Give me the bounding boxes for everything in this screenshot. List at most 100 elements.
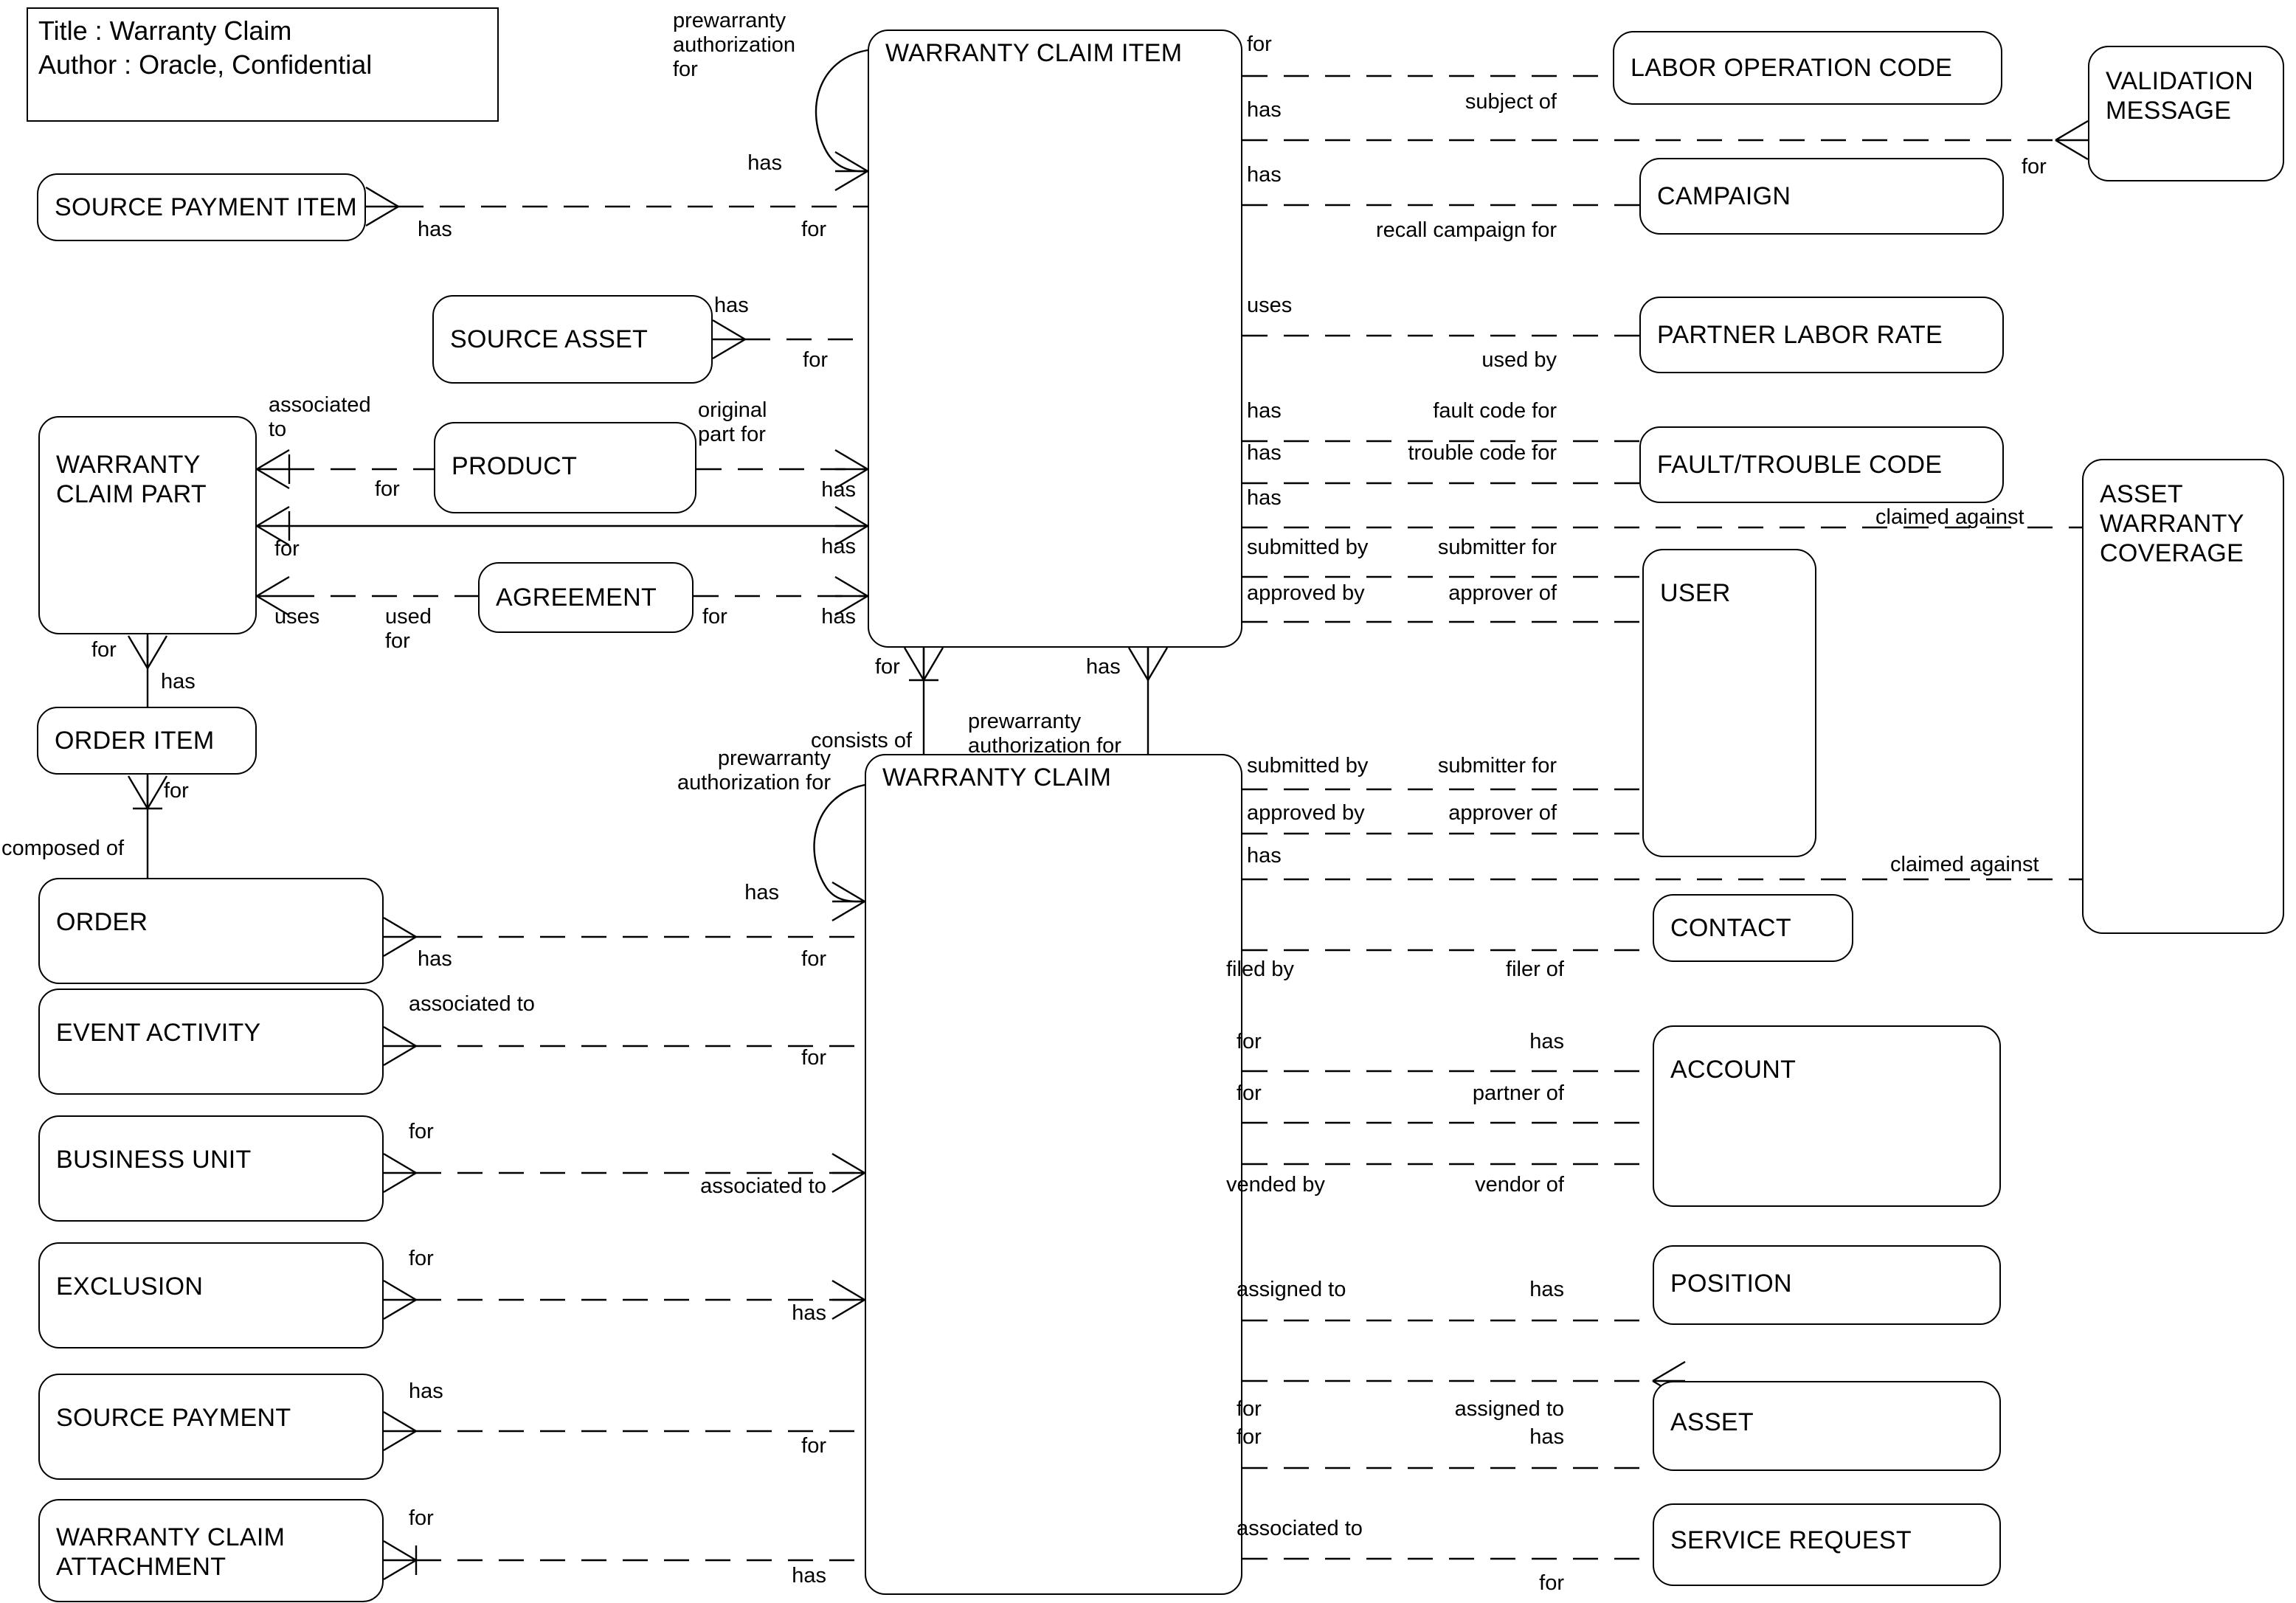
entity-order[interactable]: ORDER: [38, 878, 384, 984]
label-awc-has-top: has: [1247, 486, 1282, 510]
entity-position[interactable]: POSITION: [1653, 1245, 2001, 1325]
label-account-vendor-of: vendor of: [1475, 1173, 1564, 1197]
entity-warranty-claim-part[interactable]: WARRANTY CLAIM PART: [38, 416, 257, 634]
label-camp-recall-campaign-for: recall campaign for: [1376, 218, 1557, 242]
label-account-vended-by: vended by: [1226, 1173, 1325, 1197]
label-wc-has-top: has: [1086, 655, 1121, 679]
label-wcp-bottom-has: has: [161, 670, 196, 693]
entity-label: BUSINESS UNIT: [56, 1146, 252, 1174]
label-wcp-bottom-for: for: [91, 638, 117, 662]
label-user-approver-of-top: approver of: [1448, 581, 1557, 605]
label-account-for2: for: [1237, 1081, 1262, 1105]
label-mid-has: has: [821, 535, 856, 558]
label-user-submitter-for-bot: submitter for: [1437, 754, 1557, 778]
label-sr-associated-to: associated to: [1237, 1517, 1363, 1540]
entity-service-request[interactable]: SERVICE REQUEST: [1653, 1503, 2001, 1586]
label-user-submitter-for-top: submitter for: [1437, 536, 1557, 559]
label-excl-has: has: [792, 1301, 826, 1325]
entity-label: SOURCE PAYMENT ITEM: [55, 193, 357, 221]
label-bu-associated-to: associated to: [700, 1174, 826, 1198]
entity-campaign[interactable]: CAMPAIGN: [1639, 158, 2004, 235]
entity-event-activity[interactable]: EVENT ACTIVITY: [38, 989, 384, 1095]
entity-user[interactable]: USER: [1642, 549, 1816, 857]
entity-business-unit[interactable]: BUSINESS UNIT: [38, 1115, 384, 1222]
label-excl-for: for: [409, 1247, 434, 1270]
entity-label: PRODUCT: [452, 452, 578, 480]
label-wcp-associated-to: associated to: [269, 393, 371, 441]
label-sp-for: for: [801, 1434, 826, 1458]
label-asset-has: has: [1529, 1425, 1564, 1449]
entity-label: SOURCE ASSET: [450, 325, 649, 353]
entity-label: EXCLUSION: [56, 1273, 204, 1301]
label-spi-for: for: [801, 218, 826, 241]
entity-fault-trouble-code[interactable]: FAULT/TROUBLE CODE: [1639, 426, 2004, 503]
entity-labor-operation-code[interactable]: LABOR OPERATION CODE: [1613, 31, 2002, 105]
label-order-has: has: [418, 947, 452, 971]
label-wc-self-prewarranty: prewarranty authorization for: [677, 747, 831, 794]
label-wci-self-prewarranty: prewarranty authorization for: [673, 9, 796, 81]
entity-order-item[interactable]: ORDER ITEM: [37, 707, 257, 775]
label-wca-for: for: [409, 1506, 434, 1530]
entity-label: USER: [1660, 579, 1731, 607]
entity-label: LABOR OPERATION CODE: [1631, 54, 1953, 82]
label-ftc-has2: has: [1247, 441, 1282, 465]
entity-warranty-claim-attachment[interactable]: WARRANTY CLAIM ATTACHMENT: [38, 1499, 384, 1602]
label-loc-for: for: [1247, 32, 1272, 56]
label-ftc-trouble-code-for: trouble code for: [1408, 441, 1557, 465]
entity-label: WARRANTY CLAIM PART: [56, 451, 207, 508]
entity-label: POSITION: [1670, 1270, 1792, 1298]
label-wci-self-has: has: [747, 151, 782, 175]
label-wc-self-has: has: [744, 881, 779, 904]
entity-label: SERVICE REQUEST: [1670, 1526, 1912, 1554]
label-wc-consists-of: consists of: [811, 729, 912, 752]
label-agreement-for: for: [702, 605, 727, 629]
entity-warranty-claim-item[interactable]: WARRANTY CLAIM ITEM: [868, 30, 1242, 648]
entity-asset-warranty-coverage[interactable]: ASSET WARRANTY COVERAGE: [2082, 459, 2284, 934]
entity-agreement[interactable]: AGREEMENT: [478, 562, 694, 633]
label-account-has: has: [1529, 1030, 1564, 1053]
entity-label: AGREEMENT: [496, 584, 657, 612]
entity-product[interactable]: PRODUCT: [434, 422, 696, 513]
entity-label: CAMPAIGN: [1657, 182, 1791, 210]
label-sp-has: has: [409, 1379, 443, 1403]
label-bu-for: for: [409, 1120, 434, 1143]
entity-source-payment-item[interactable]: SOURCE PAYMENT ITEM: [37, 173, 366, 241]
label-spi-has: has: [418, 218, 452, 241]
label-orderitem-composed-of: composed of: [1, 837, 125, 860]
entity-label: ORDER: [56, 908, 148, 936]
label-contact-filer-of: filer of: [1506, 958, 1564, 981]
entity-source-asset[interactable]: SOURCE ASSET: [432, 295, 713, 384]
entity-source-payment[interactable]: SOURCE PAYMENT: [38, 1374, 384, 1480]
entity-label: WARRANTY CLAIM: [882, 764, 1112, 792]
label-plr-uses: uses: [1247, 294, 1293, 317]
entity-label: FAULT/TROUBLE CODE: [1657, 451, 1943, 479]
label-wcp-product-for: for: [375, 477, 400, 501]
entity-exclusion[interactable]: EXCLUSION: [38, 1242, 384, 1348]
entity-label: ORDER ITEM: [55, 727, 215, 755]
entity-label: CONTACT: [1670, 914, 1791, 942]
label-plr-used-by: used by: [1481, 348, 1557, 372]
diagram-author: Author : Oracle, Confidential: [38, 49, 373, 80]
label-ea-associated-to: associated to: [409, 992, 535, 1016]
entity-account[interactable]: ACCOUNT: [1653, 1025, 2001, 1207]
label-wcp-for: for: [274, 537, 300, 561]
entity-label: ASSET WARRANTY COVERAGE: [2100, 480, 2244, 567]
entity-warranty-claim[interactable]: WARRANTY CLAIM: [865, 754, 1242, 1595]
label-user-approver-of-bot: approver of: [1448, 801, 1557, 825]
entity-partner-labor-rate[interactable]: PARTNER LABOR RATE: [1639, 297, 2004, 373]
label-order-for: for: [801, 947, 826, 971]
label-ftc-has1: has: [1247, 399, 1282, 423]
entity-contact[interactable]: CONTACT: [1653, 894, 1853, 962]
entity-label: ASSET: [1670, 1408, 1754, 1436]
label-ea-for: for: [801, 1046, 826, 1070]
label-awc-claimed-against-bot: claimed against: [1890, 853, 2039, 876]
entity-asset[interactable]: ASSET: [1653, 1381, 2001, 1471]
label-awc-claimed-against-top: claimed against: [1875, 505, 2024, 529]
entity-label: WARRANTY CLAIM ITEM: [885, 39, 1183, 67]
title-box: Title : Warranty Claim Author : Oracle, …: [27, 7, 499, 122]
label-awc-has-bot: has: [1247, 844, 1282, 868]
label-account-partner-of: partner of: [1472, 1081, 1564, 1105]
label-user-approved-by-top: approved by: [1247, 581, 1365, 605]
entity-validation-message[interactable]: VALIDATION MESSAGE: [2088, 46, 2284, 181]
